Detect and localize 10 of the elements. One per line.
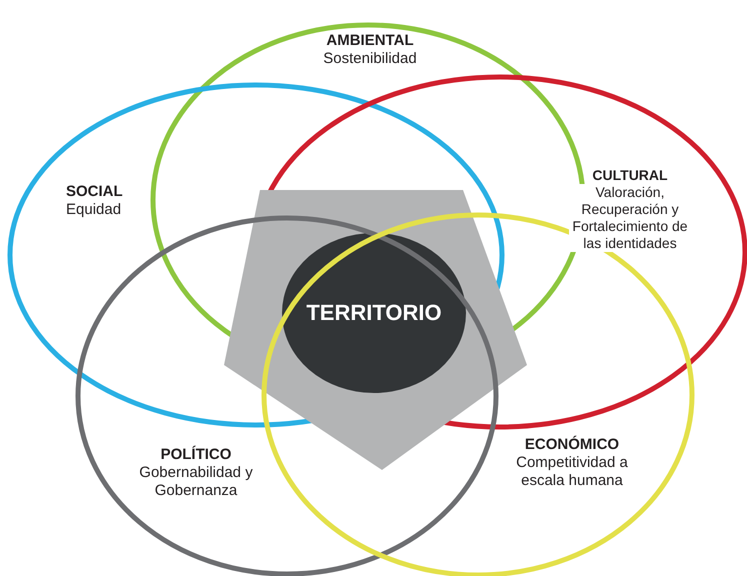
dimension-description: Sostenibilidad (323, 50, 417, 68)
dimension-description: Competitividad a escala humana (515, 454, 629, 490)
dimension-description: Gobernabilidad y Gobernanza (138, 464, 254, 500)
dimension-heading: ECONÓMICO (524, 436, 620, 454)
dimension-heading: POLÍTICO (160, 446, 232, 464)
dimension-heading: AMBIENTAL (326, 32, 414, 50)
dimension-description: Equidad (66, 201, 122, 219)
center-title: TERRITORIO (306, 300, 442, 326)
dimension-heading: SOCIAL (66, 183, 123, 201)
dimension-heading: CULTURAL (592, 167, 668, 184)
